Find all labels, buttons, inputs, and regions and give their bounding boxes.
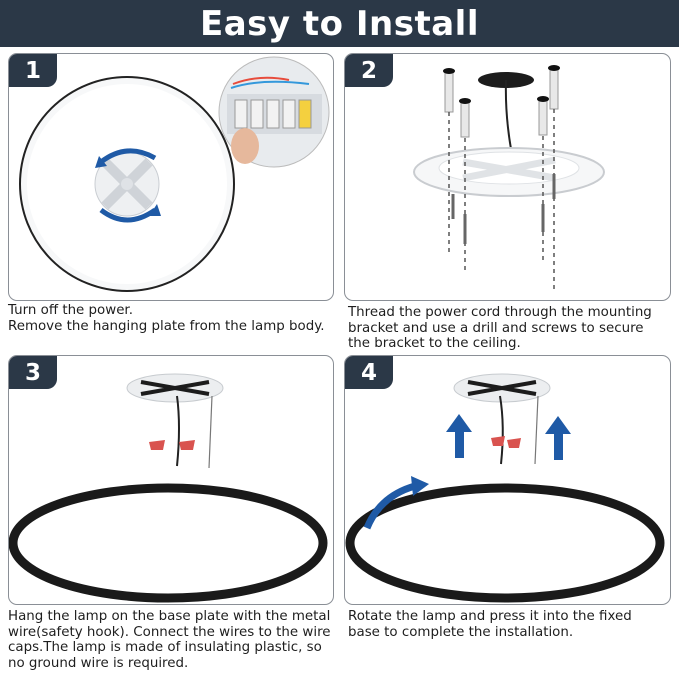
step-3-caption: Hang the lamp on the base plate with the… [8,609,331,671]
step-2-panel: 2 [344,53,671,301]
step-4-illustration [345,373,665,603]
step-4-badge: 4 [345,356,393,389]
step-4-panel: 4 [344,355,671,605]
caption-line: Thread the power cord through the mounti… [348,305,652,320]
step-4-caption: Rotate the lamp and press it into the fi… [348,609,632,640]
caption-line: the bracket to the ceiling. [348,336,521,351]
caption-line: Hang the lamp on the base plate with the… [8,609,331,624]
caption-line: caps.The lamp is made of insulating plas… [8,640,322,655]
step-3-panel: 3 [8,355,334,605]
step-2-caption: Thread the power cord through the mounti… [348,305,652,352]
step-1-panel: 1 [8,53,334,301]
caption-line: Remove the hanging plate from the lamp b… [8,318,325,334]
step-1-caption: Turn off the power. Remove the hanging p… [8,303,324,334]
page-title: Easy to Install [200,3,479,44]
caption-line: Rotate the lamp and press it into the fi… [348,609,632,624]
caption-line: bracket and use a drill and screws to se… [348,320,644,336]
step-3-badge: 3 [9,356,57,389]
header-banner: Easy to Install [0,0,679,47]
caption-line: base to complete the installation. [348,624,574,640]
step-1-badge: 1 [9,54,57,87]
caption-line: Turn off the power. [8,303,133,318]
step-2-badge: 2 [345,54,393,87]
caption-line: no ground wire is required. [8,655,189,671]
step-1-illustration [19,56,330,292]
step-3-illustration [9,373,328,603]
caption-line: wire(safety hook). Connect the wires to … [8,624,331,640]
step-2-illustration [413,65,605,289]
